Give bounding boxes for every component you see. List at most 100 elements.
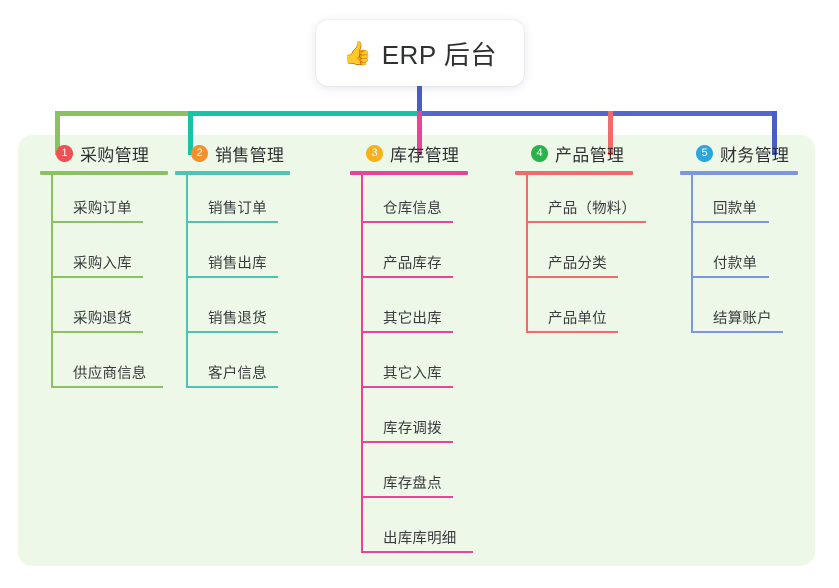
- branch-item-label: 采购订单: [73, 201, 132, 217]
- branch-item-rule: [51, 276, 143, 278]
- branch-item[interactable]: 销售退货: [173, 285, 290, 340]
- connector-drop-3: [417, 111, 422, 155]
- branch-item[interactable]: 仓库信息: [348, 175, 468, 230]
- branch-badge-5: 5: [696, 144, 713, 162]
- branch-item-rule: [186, 276, 278, 278]
- branch-header-rule-2: [175, 171, 290, 175]
- branch-item-label: 仓库信息: [383, 201, 442, 217]
- branch-item-rule: [186, 221, 278, 223]
- connector-root-stem: [417, 86, 422, 113]
- connector-bar-mid: [188, 111, 420, 116]
- branch-item-label: 结算账户: [713, 311, 772, 327]
- branch-title-2: 销售管理: [215, 145, 285, 165]
- branch-item-rule: [691, 276, 769, 278]
- branch-column-3: 3 库存管理仓库信息产品库存其它出库其它入库库存调拨库存盘点出库库明细: [348, 135, 473, 560]
- branch-badge-3: 3: [366, 144, 383, 162]
- branch-items-3: 仓库信息产品库存其它出库其它入库库存调拨库存盘点出库库明细: [348, 175, 473, 560]
- branch-item[interactable]: 采购订单: [38, 175, 168, 230]
- branch-badge-2: 2: [191, 144, 208, 162]
- branch-item[interactable]: 产品单位: [513, 285, 633, 340]
- branch-item[interactable]: 库存调拨: [348, 395, 468, 450]
- thumbs-up-icon: 👍: [343, 39, 372, 66]
- branch-item-rule: [526, 331, 618, 333]
- branch-header-rule-5: [680, 171, 798, 175]
- branch-item[interactable]: 销售出库: [173, 230, 290, 285]
- branch-spine-1: [51, 175, 53, 388]
- branch-item-rule: [361, 441, 453, 443]
- branch-column-1: 1 采购管理采购订单采购入库采购退货供应商信息: [38, 135, 168, 395]
- branch-item-rule: [526, 221, 646, 223]
- branch-item-rule: [51, 221, 143, 223]
- branch-spine-3: [361, 175, 363, 553]
- branch-item-rule: [526, 276, 618, 278]
- branch-item-label: 出库库明细: [383, 531, 457, 547]
- branch-item-label: 销售退货: [208, 311, 267, 327]
- branch-item[interactable]: 产品分类: [513, 230, 633, 285]
- branch-header-2[interactable]: 2 销售管理: [173, 135, 290, 171]
- branch-header-1[interactable]: 1 采购管理: [38, 135, 168, 171]
- branch-item-rule: [361, 331, 453, 333]
- branch-items-5: 回款单付款单结算账户: [678, 175, 798, 340]
- branch-header-3[interactable]: 3 库存管理: [348, 135, 468, 171]
- branch-item-label: 产品分类: [548, 256, 607, 272]
- branch-item[interactable]: 结算账户: [678, 285, 798, 340]
- branch-item[interactable]: 其它出库: [348, 285, 468, 340]
- branch-items-2: 销售订单销售出库销售退货客户信息: [173, 175, 290, 395]
- connector-drop-5: [772, 111, 777, 155]
- branch-item-label: 库存调拨: [383, 421, 442, 437]
- branch-item[interactable]: 供应商信息: [38, 340, 168, 395]
- branch-item-rule: [361, 496, 453, 498]
- branch-item-label: 销售出库: [208, 256, 267, 272]
- branch-item[interactable]: 付款单: [678, 230, 798, 285]
- branch-title-3: 库存管理: [390, 145, 460, 165]
- connector-bar-left: [55, 111, 191, 116]
- branch-items-4: 产品（物料） 产品分类产品单位: [513, 175, 646, 340]
- branch-item-label: 其它出库: [383, 311, 442, 327]
- branch-item[interactable]: 回款单: [678, 175, 798, 230]
- branch-spine-5: [691, 175, 693, 333]
- branch-item[interactable]: 出库库明细: [348, 505, 473, 560]
- branch-item-label: 供应商信息: [73, 366, 147, 382]
- branch-item-label: 其它入库: [383, 366, 442, 382]
- branch-item[interactable]: 产品库存: [348, 230, 468, 285]
- branch-item-label: 销售订单: [208, 201, 267, 217]
- branch-spine-2: [186, 175, 188, 388]
- root-title: ERP 后台: [381, 39, 497, 70]
- branch-item-rule: [186, 386, 278, 388]
- branch-item-label: 采购退货: [73, 311, 132, 327]
- branch-badge-4: 4: [531, 144, 548, 162]
- branch-header-5[interactable]: 5 财务管理: [678, 135, 798, 171]
- branch-item[interactable]: 采购入库: [38, 230, 168, 285]
- branch-item[interactable]: 客户信息: [173, 340, 290, 395]
- branch-column-5: 5 财务管理回款单付款单结算账户: [678, 135, 798, 340]
- branch-header-rule-1: [40, 171, 168, 175]
- branch-header-4[interactable]: 4 产品管理: [513, 135, 633, 171]
- branch-columns: 1 采购管理采购订单采购入库采购退货供应商信息 2 销售管理销售订单销售出库销售退货客…: [18, 135, 815, 566]
- branch-item-label: 产品库存: [383, 256, 442, 272]
- branch-item[interactable]: 其它入库: [348, 340, 468, 395]
- branch-item[interactable]: 产品（物料）: [513, 175, 646, 230]
- branch-item-label: 回款单: [713, 201, 758, 217]
- branch-header-rule-3: [350, 171, 468, 175]
- branch-item-rule: [361, 551, 473, 553]
- branch-item-rule: [361, 276, 453, 278]
- branch-item[interactable]: 库存盘点: [348, 450, 468, 505]
- branch-items-1: 采购订单采购入库采购退货供应商信息: [38, 175, 168, 395]
- branch-column-2: 2 销售管理销售订单销售出库销售退货客户信息: [173, 135, 290, 395]
- branch-header-rule-4: [515, 171, 633, 175]
- branch-item-rule: [361, 221, 453, 223]
- root-node[interactable]: 👍 ERP 后台: [316, 20, 524, 86]
- branch-item-rule: [361, 386, 453, 388]
- branch-item-label: 库存盘点: [383, 476, 442, 492]
- branch-title-5: 财务管理: [720, 145, 790, 165]
- connector-drop-4: [608, 111, 613, 155]
- branch-title-4: 产品管理: [555, 145, 625, 165]
- branch-item[interactable]: 销售订单: [173, 175, 290, 230]
- branch-item-label: 采购入库: [73, 256, 132, 272]
- branch-item-label: 产品（物料）: [548, 201, 637, 217]
- branch-item[interactable]: 采购退货: [38, 285, 168, 340]
- branch-item-label: 付款单: [713, 256, 758, 272]
- branch-title-1: 采购管理: [80, 145, 150, 165]
- branch-badge-1: 1: [56, 144, 73, 162]
